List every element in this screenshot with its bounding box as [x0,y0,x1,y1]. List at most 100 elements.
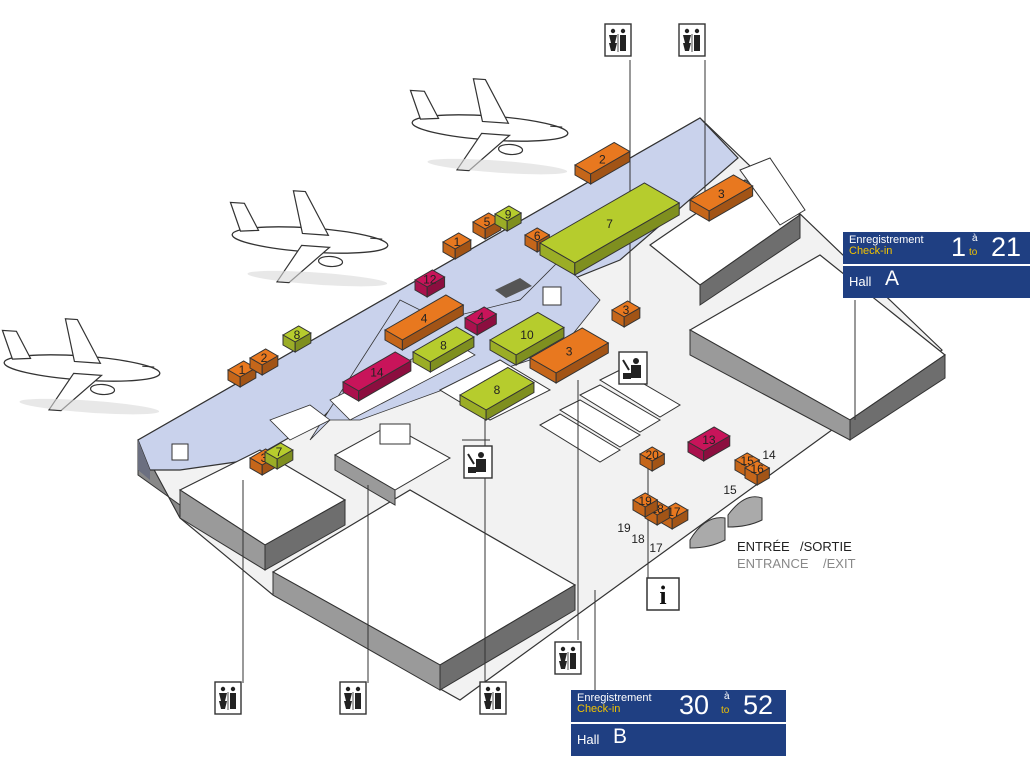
orange-counter-9: 1 [226,360,257,388]
orange-counter-5-label: 6 [534,229,541,243]
magenta-zone-4: 13 [686,426,731,462]
magenta-zone-3-label: 14 [370,366,384,380]
orange-counter-14-face [656,507,670,526]
lime-zone-5-face [515,326,565,366]
lime-zone-2-label: 7 [606,217,613,231]
hall-b-checkin-row: Enregistrement Check-in 30 à to 52 [571,690,786,724]
plain-number-label: 19 [617,521,631,535]
orange-counter-6: 3 [610,300,641,328]
orange-counter-15-face [644,499,658,518]
lime-zone-1-label: 9 [505,208,512,222]
hall-a-checkin-row: Enregistrement Check-in 1 à to 21 [843,232,1030,266]
lime-zone-4-face [429,336,475,373]
hall-a-a: à [972,233,978,244]
orange-counter-4: 5 [471,212,502,240]
entrance-label: ENTRÉE /SORTIE ENTRANCE /EXIT [737,539,856,571]
hall-b-until: 52 [743,690,774,720]
hall-b-checkin: Check-in [577,703,621,715]
hall-b-enregistrement: Enregistrement [577,692,652,704]
magenta-zone-4-face [703,435,731,462]
info-glyph: i [659,581,666,610]
lime-zone-6-label: 8 [494,383,501,397]
orange-counter-12-face [651,453,665,472]
orange-counter-17-label: 16 [751,462,765,476]
plain-number-label: 15 [723,483,737,497]
orange-counter-8: 3 [528,327,610,384]
hall-a-enregistrement: Enregistrement [849,234,924,246]
info-icon[interactable]: i [646,577,680,611]
entrance-en-a: ENTRANCE [737,556,809,571]
orange-counter-7-label: 4 [421,312,428,326]
orange-counter-6-face [623,307,641,328]
orange-counter-13-label: 17 [667,505,681,519]
orange-counter-8-face [555,342,609,384]
lime-zone-6-face [485,381,535,421]
hall-b-hall: Hall [577,732,600,747]
magenta-zone-2-label: 4 [477,310,484,324]
toilet-icon[interactable] [214,681,242,715]
toilet-icon[interactable] [678,23,706,57]
hall-b-sign: Enregistrement Check-in 30 à to 52 Hall … [571,690,786,756]
orange-counter-7: 4 [383,294,465,351]
toilet-icon[interactable] [479,681,507,715]
orange-counter-3-label: 1 [454,235,461,249]
magenta-zone-3-face [358,360,412,402]
hall-a-hall: Hall [849,274,872,289]
lime-zone-1-face [506,212,522,232]
lime-zone-5-label: 10 [520,328,534,342]
hall-b-a: à [724,691,730,702]
magenta-zone-2-face [476,313,497,336]
orange-counter-2: 3 [688,174,754,222]
orange-counter-4-label: 5 [484,215,491,229]
airplane-1 [404,73,574,179]
landside-buildings [171,157,947,691]
orange-counter-10-face [261,355,279,376]
orange-counter-12-label: 20 [646,448,660,462]
lime-zone-5: 10 [488,311,565,366]
orange-counter-6-label: 3 [623,303,630,317]
lime-zone-7: 7 [263,442,294,470]
orange-counter-15: 19 [631,492,659,518]
orange-counter-9-face [239,367,257,388]
customs-icon [618,351,648,385]
hall-a-checkin: Check-in [849,245,893,257]
magenta-zones: 12 4 14 13 [341,269,731,462]
lime-zone-7-label: 7 [276,445,283,459]
entrance-en-b: /EXIT [823,556,856,571]
orange-counter-13-face [671,509,689,530]
lime-zone-7-face [276,449,294,470]
magenta-zone-3: 14 [341,351,412,402]
lime-zone-6: 8 [458,366,535,421]
toilet-icon[interactable] [554,641,582,675]
plain-number-label: 17 [649,541,663,555]
orange-counter-3: 1 [441,232,472,260]
toilet-icon[interactable] [604,23,632,57]
lime-zone-2-face [574,202,680,276]
orange-counter-17: 16 [743,460,771,486]
lime-zone-1: 9 [493,205,523,232]
orange-counter-1-label: 2 [599,152,606,166]
magenta-zone-4-label: 13 [702,433,716,447]
magenta-zone-2: 4 [463,306,498,336]
plain-number-label: 14 [762,448,776,462]
lime-zone-3-label: 8 [294,328,301,342]
pointer-lines [242,60,856,690]
hall-b-from: 30 [679,690,710,720]
hall-b-letter: B [613,725,628,748]
hall-a-to: to [969,247,978,258]
orange-counter-1-face [590,150,631,185]
orange-counter-12: 20 [638,446,666,472]
orange-counter-8-label: 3 [566,345,573,359]
lime-zone-3: 8 [281,325,312,353]
orange-counter-2-label: 3 [718,187,725,201]
orange-counter-7-face [401,304,464,351]
hall-a-until: 21 [991,232,1022,262]
orange-counters: 23156343123201718191516 [226,141,771,530]
toilet-icon[interactable] [339,681,367,715]
magenta-zone-1-label: 12 [423,273,437,287]
orange-counter-2-face [708,185,754,222]
airplane-3 [0,313,166,419]
